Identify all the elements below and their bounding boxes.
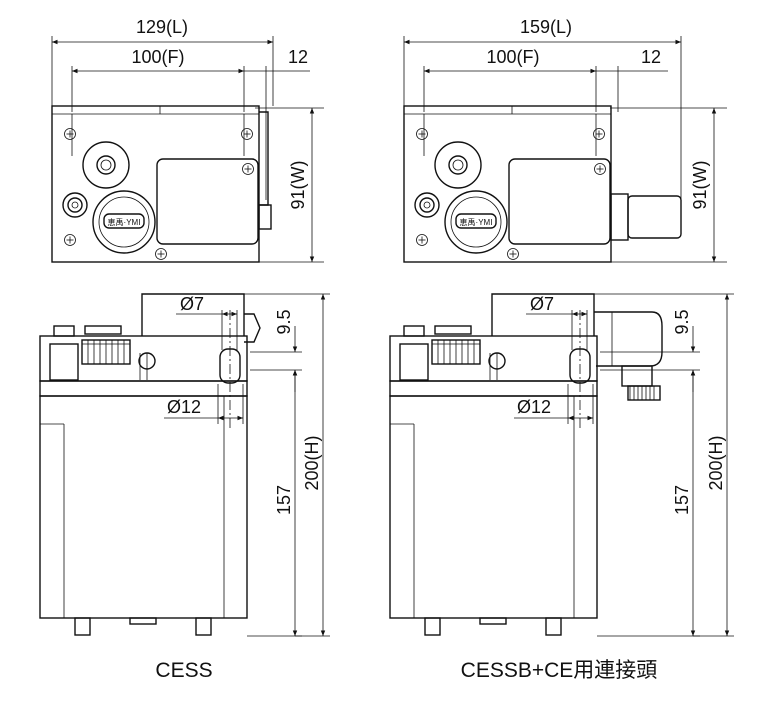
right-length-dim: 159(L) <box>520 17 572 37</box>
left-top-view: 129(L) 100(F) 12 91(W) <box>51 17 324 263</box>
right-bore7-dim: Ø7 <box>530 294 554 314</box>
left-pitch-dim: 9.5 <box>274 309 294 334</box>
left-bore7-dim: Ø7 <box>180 294 204 314</box>
right-top-view: 159(L) 100(F) 12 91(W) 恵禹 <box>403 17 727 263</box>
left-fixing-dim: 100(F) <box>131 47 184 67</box>
left-height157-dim: 157 <box>274 485 294 515</box>
right-height157-dim: 157 <box>672 485 692 515</box>
right-knob-label: 恵禹·YMI <box>460 217 493 227</box>
left-width-dim: 91(W) <box>288 161 308 210</box>
left-bore12-dim: Ø12 <box>167 397 201 417</box>
left-length-dim: 129(L) <box>136 17 188 37</box>
right-fixing-dim: 100(F) <box>486 47 539 67</box>
right-height-dim: 200(H) <box>706 435 726 490</box>
left-caption: CESS <box>155 659 212 682</box>
right-pitch-dim: 9.5 <box>672 309 692 334</box>
right-bore12-dim: Ø12 <box>517 397 551 417</box>
right-caption: CESSB+CE用連接頭 <box>461 659 658 682</box>
left-height-dim: 200(H) <box>302 435 322 490</box>
right-width-dim: 91(W) <box>690 161 710 210</box>
right-offset-dim: 12 <box>641 47 661 67</box>
right-front-view: Ø7 Ø12 9.5 157 200(H) <box>389 293 734 637</box>
left-knob-label: 恵禹·YMI <box>108 217 141 227</box>
left-offset-dim: 12 <box>288 47 308 67</box>
left-front-view: Ø7 Ø12 9.5 157 200(H) <box>39 293 330 637</box>
